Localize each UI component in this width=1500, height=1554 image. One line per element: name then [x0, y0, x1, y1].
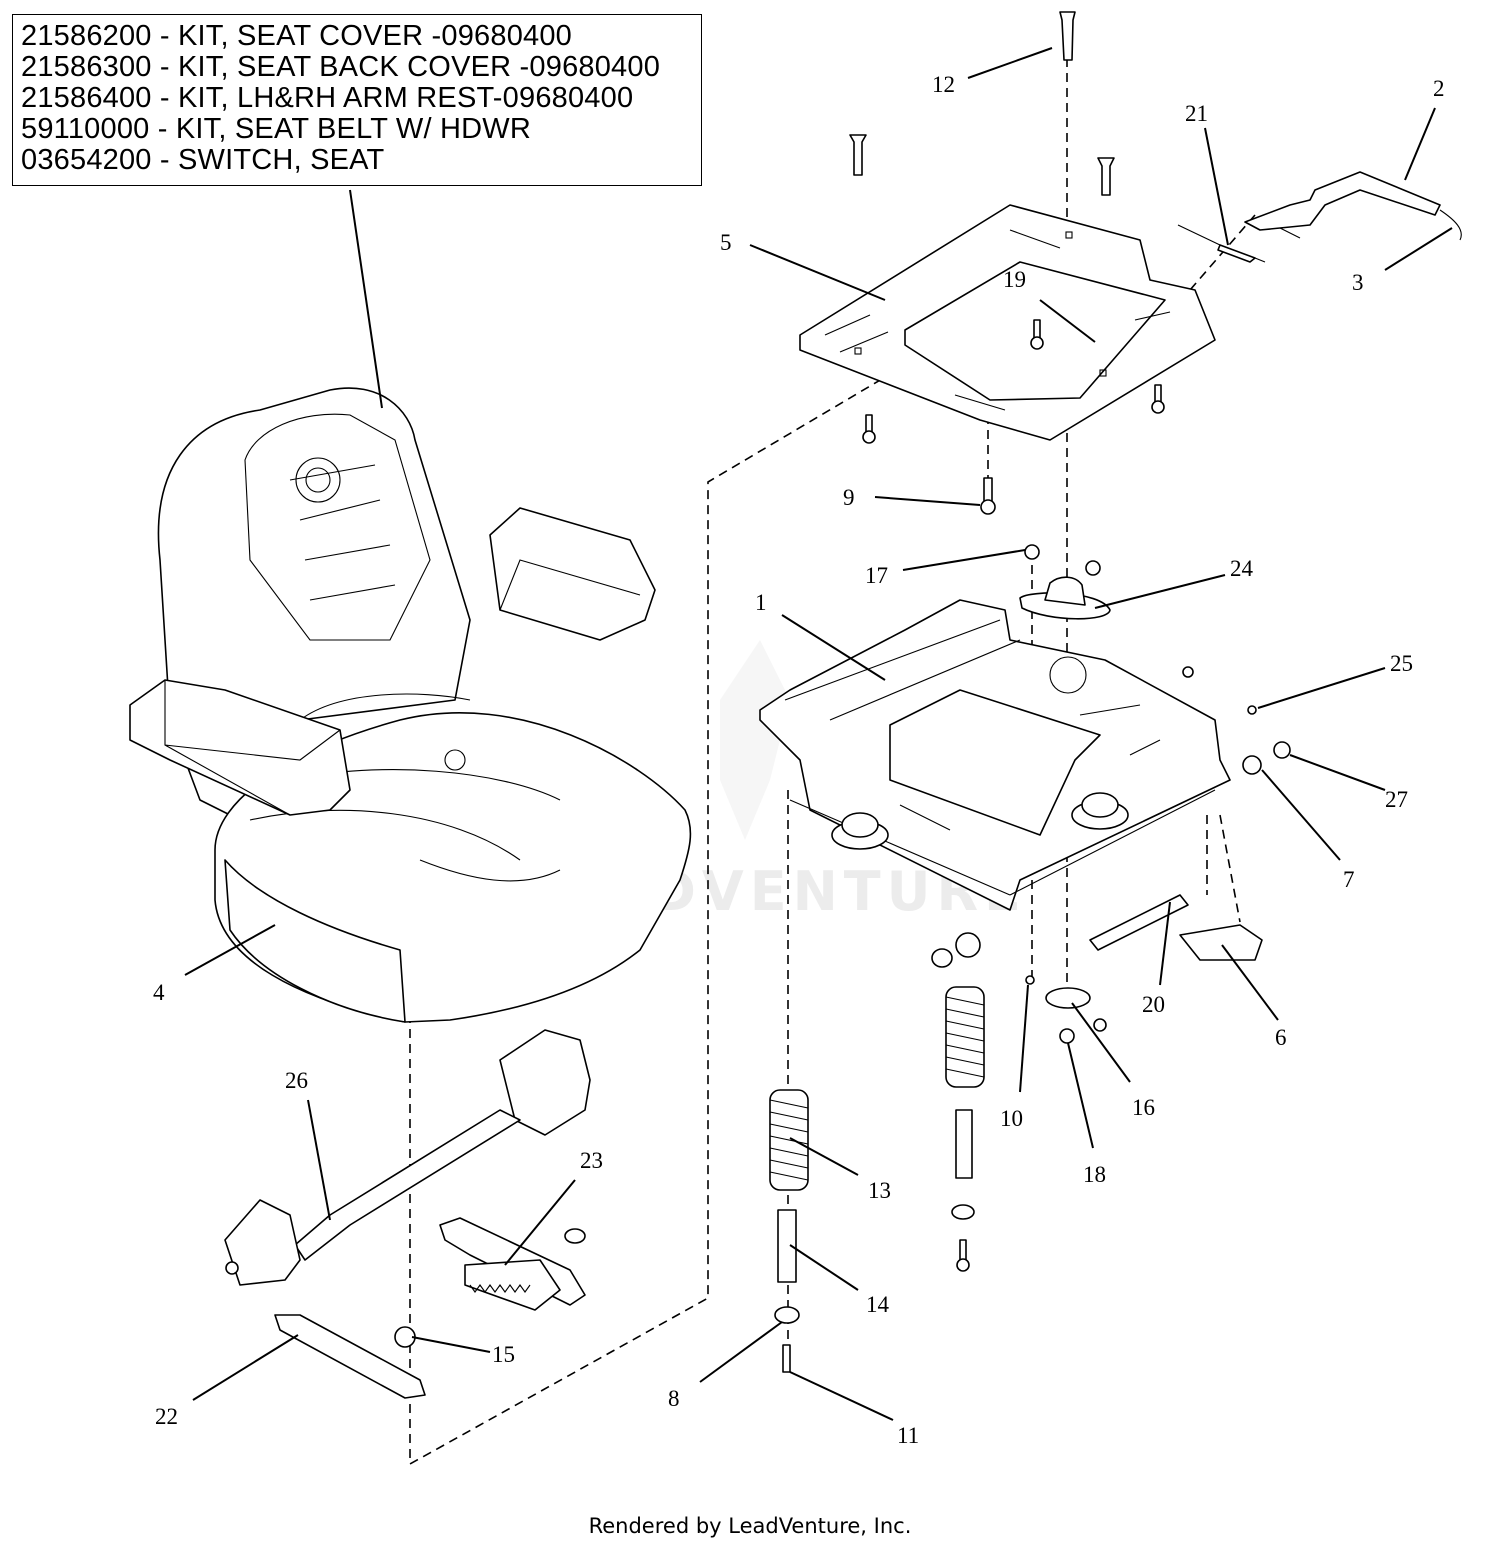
callout-5: 5: [720, 230, 732, 255]
callout-16: 16: [1132, 1095, 1155, 1120]
leader-lines: [184, 47, 1453, 1421]
callout-21: 21: [1185, 101, 1208, 126]
callout-12: 12: [932, 72, 955, 97]
bottom-seat-plate: [759, 599, 1231, 911]
watermark-logo: [720, 640, 790, 840]
callout-20: 20: [1142, 992, 1165, 1017]
springs: [769, 986, 985, 1324]
kit-line: 03654200 - SWITCH, SEAT: [21, 144, 385, 176]
pin-and-bracket: [1089, 894, 1263, 961]
callout-11: 11: [897, 1423, 919, 1448]
kit-line: 21586200 - KIT, SEAT COVER -09680400: [21, 20, 573, 52]
seat-switch-and-strap: [274, 1217, 586, 1399]
callout-26: 26: [285, 1068, 308, 1093]
callout-10: 10: [1000, 1106, 1023, 1131]
callout-17: 17: [865, 563, 888, 588]
callout-9: 9: [843, 485, 855, 510]
callout-18: 18: [1083, 1162, 1106, 1187]
callout-4: 4: [153, 980, 165, 1005]
adjuster-linkage: [1177, 171, 1462, 263]
callout-23: 23: [580, 1148, 603, 1173]
isolator-mount: [1019, 560, 1111, 620]
footer-credit: Rendered by LeadVenture, Inc.: [588, 1514, 912, 1538]
callout-1: 1: [755, 590, 767, 615]
callout-7: 7: [1343, 867, 1355, 892]
callout-8: 8: [668, 1386, 680, 1411]
washers-bushings: [394, 544, 1291, 1348]
kit-line: 21586400 - KIT, LH&RH ARM REST-09680400: [21, 82, 634, 114]
callout-22: 22: [155, 1404, 178, 1429]
kit-line: 59110000 - KIT, SEAT BELT W/ HDWR: [21, 113, 531, 145]
callout-15: 15: [492, 1342, 515, 1367]
callout-25: 25: [1390, 651, 1413, 676]
callout-2: 2: [1433, 76, 1445, 101]
callout-27: 27: [1385, 787, 1408, 812]
callout-numbers: 1 2 3 4 5 6 7 8 9 10 11 12 13 14 15 16 1…: [153, 72, 1445, 1448]
callout-24: 24: [1230, 556, 1254, 581]
kit-line: 21586300 - KIT, SEAT BACK COVER -0968040…: [21, 51, 661, 83]
callout-19: 19: [1003, 267, 1026, 292]
seat-assembly: [129, 387, 692, 1023]
seat-belt: [224, 1029, 591, 1286]
kit-list-box: 21586200 - KIT, SEAT COVER -09680400 215…: [12, 14, 702, 186]
callout-6: 6: [1275, 1025, 1287, 1050]
callout-14: 14: [866, 1292, 890, 1317]
callout-13: 13: [868, 1178, 891, 1203]
bolts: [782, 11, 1165, 1373]
callout-3: 3: [1352, 270, 1364, 295]
